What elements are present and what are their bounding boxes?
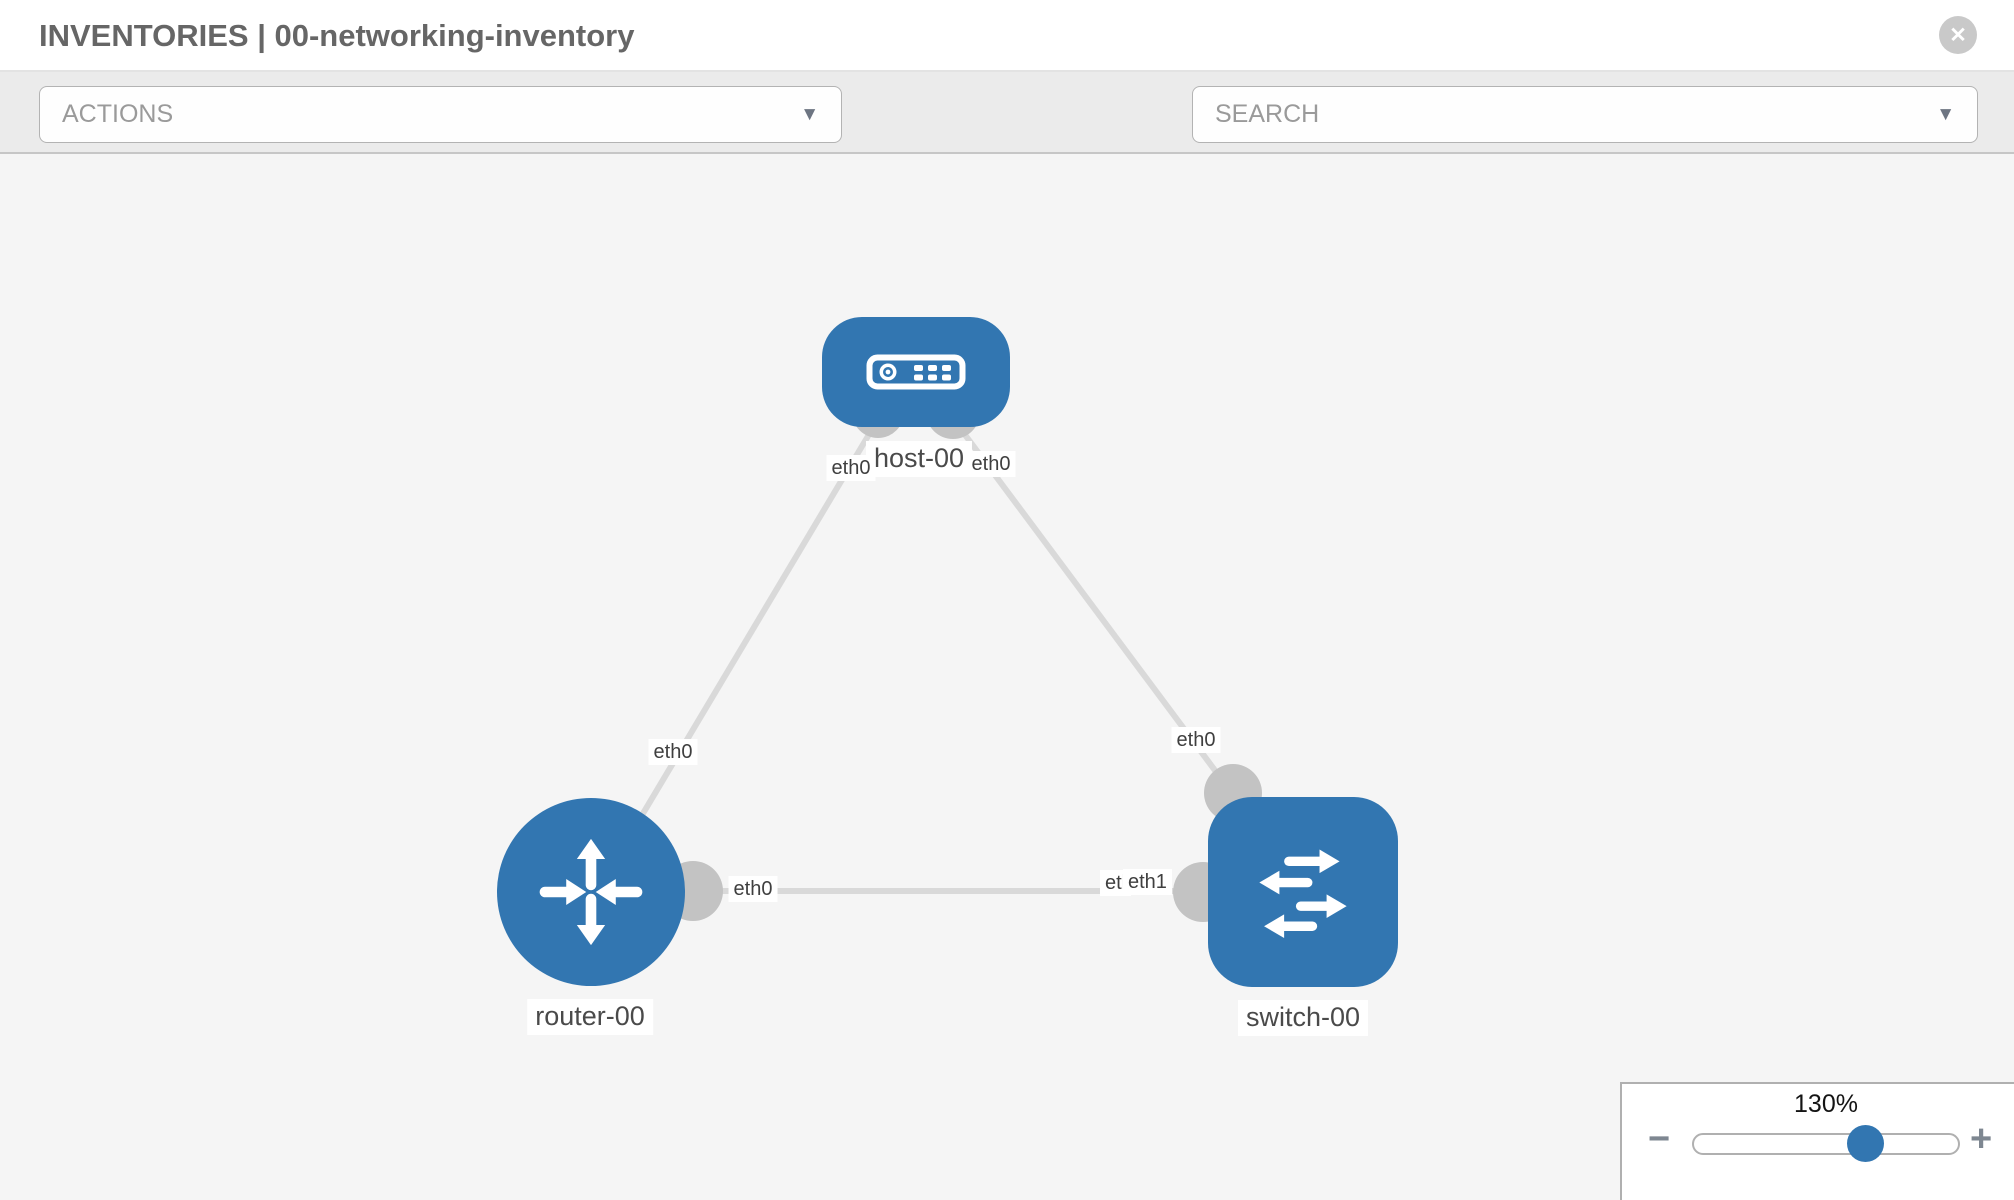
port-label-router-to-switch: eth0 bbox=[728, 876, 778, 902]
node-label-host: host-00 bbox=[865, 441, 973, 477]
port-label-host-to-router: eth0 bbox=[826, 455, 876, 481]
toolbar: ACTIONS ▼ SEAR bbox=[0, 72, 2014, 201]
zoom-level-label: 130% bbox=[1794, 1090, 1858, 1118]
search-dropdown-value: SEARCH bbox=[1215, 100, 1320, 128]
chevron-down-icon: ▼ bbox=[1936, 103, 1955, 125]
node-label-router: router-00 bbox=[527, 999, 653, 1035]
zoom-panel: 130% − + bbox=[1620, 1082, 2014, 1200]
port-label-switch-from-host: eth0 bbox=[1171, 727, 1221, 753]
node-switch-00[interactable] bbox=[1208, 797, 1398, 987]
chevron-down-icon: ▼ bbox=[800, 103, 819, 125]
node-host-00[interactable] bbox=[822, 317, 1010, 427]
zoom-in-button[interactable]: + bbox=[1970, 1118, 1993, 1160]
topology-canvas[interactable]: host-00 router-00 switch-00 eth0 eth0 et… bbox=[0, 154, 2014, 1200]
node-router-00[interactable] bbox=[497, 798, 685, 986]
server-icon bbox=[866, 354, 966, 390]
node-label-switch: switch-00 bbox=[1237, 1000, 1369, 1036]
zoom-slider-track[interactable] bbox=[1692, 1133, 1960, 1155]
actions-dropdown[interactable]: ACTIONS ▼ bbox=[39, 86, 842, 143]
port-label-router-from-host: eth0 bbox=[648, 739, 698, 765]
search-dropdown[interactable]: SEARCH ▼ bbox=[1192, 86, 1978, 143]
close-icon: ✕ bbox=[1949, 23, 1967, 47]
port-label-switch-to-router: eth1 bbox=[1123, 869, 1172, 895]
zoom-out-button[interactable]: − bbox=[1648, 1118, 1671, 1160]
close-button[interactable]: ✕ bbox=[1939, 16, 1977, 54]
port-label-host-to-switch: eth0 bbox=[966, 451, 1016, 477]
switch-arrows-icon bbox=[1259, 849, 1347, 939]
zoom-slider-thumb[interactable] bbox=[1847, 1125, 1884, 1162]
router-arrows-icon bbox=[539, 838, 643, 946]
actions-dropdown-value: ACTIONS bbox=[62, 100, 174, 128]
page-title: INVENTORIES | 00-networking-inventory bbox=[39, 18, 635, 53]
title-bar: INVENTORIES | 00-networking-inventory ✕ bbox=[0, 0, 2014, 72]
